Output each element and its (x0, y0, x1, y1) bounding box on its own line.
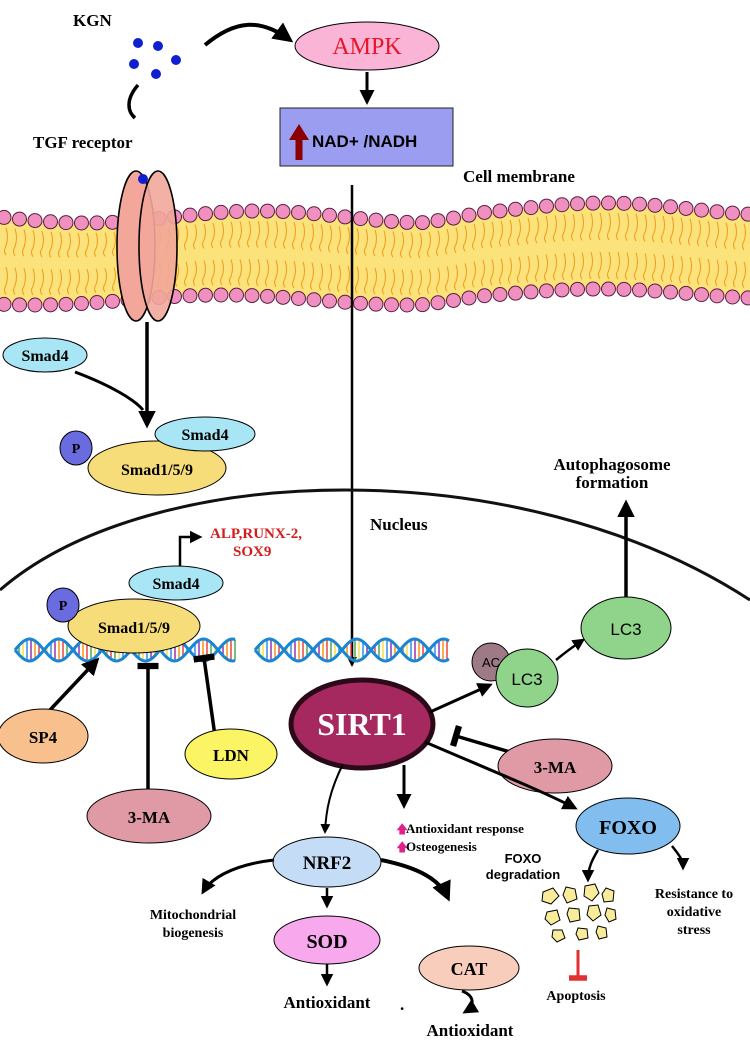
smad4-bound-cytoplasm (154, 416, 256, 452)
phospho-cytoplasm-label: P (72, 442, 81, 457)
smad4-free-label: Smad4 (21, 348, 68, 365)
ldn-node (184, 728, 278, 780)
target-genes-line2: SOX9 (233, 544, 271, 560)
sp4-activation-arrow (48, 657, 100, 712)
smad159-nucleus (67, 598, 201, 654)
antioxidant-up-arrow: 🡅 (396, 822, 408, 836)
sirt1-to-nrf2-arrow (320, 763, 344, 834)
cat-to-antioxidant-arrow (461, 989, 480, 1014)
cat-label: CAT (451, 959, 488, 979)
smad4-recruit-arrow (74, 370, 145, 411)
kgn-to-receptor-line (127, 83, 140, 120)
antioxidant-response-label: Antioxidant response (406, 821, 524, 836)
resistance-line1: Resistance to (655, 887, 733, 902)
phospho-cytoplasm (59, 430, 93, 466)
antioxidant-cat-label: Antioxidant (427, 1021, 514, 1040)
tgf-receptor (116, 170, 178, 322)
dna-helix-right (253, 637, 450, 663)
ldn-label: LDN (213, 746, 250, 765)
target-genes-line1: ALP,RUNX-2, (210, 526, 302, 542)
nuclear-envelope (0, 488, 750, 602)
sirt1-label: SIRT1 (317, 706, 407, 742)
mitochondrial-line1: Mitochondrial (150, 908, 236, 923)
resistance-line3: stress (677, 923, 711, 938)
nucleus-label: Nucleus (370, 515, 428, 534)
sod-label: SOD (306, 931, 347, 953)
osteogenesis-label: Osteogenesis (406, 839, 477, 854)
degraded-fragments (541, 883, 617, 943)
inhibitor-right-label: 3-MA (534, 758, 577, 777)
ampk-label: AMPK (332, 34, 402, 60)
tgf-receptor-label: TGF receptor (33, 133, 133, 152)
lc3-acetylated-label: LC3 (511, 670, 542, 689)
foxo-degradation-line2: degradation (486, 867, 560, 882)
smad4-free (2, 337, 88, 373)
smad159-cytoplasm-label: Smad1/5/9 (121, 462, 193, 479)
foxo-degradation-line1: FOXO (505, 851, 542, 866)
foxo-to-degradation-arrow (581, 849, 600, 883)
foxo-node (575, 797, 681, 855)
antioxidant-sod-label: Antioxidant (284, 993, 371, 1012)
inhibitor-right-node (497, 738, 613, 794)
nrf2-label: NRF2 (303, 853, 352, 874)
cat-node (418, 945, 520, 991)
nad-ratio-box (279, 107, 454, 167)
sirt1-node (288, 677, 436, 771)
lc3-acetylated-node (495, 648, 559, 708)
nad-ratio-label: NAD+ /NADH (312, 132, 417, 151)
kgn-to-ampk-arrow (203, 22, 294, 47)
nad-increase-arrowhead (289, 124, 309, 140)
gene-activation-arrow (178, 530, 203, 568)
sp4-label: SP4 (29, 728, 58, 747)
autophagosome-line1: Autophagosome (553, 455, 671, 474)
nrf2-to-cat-arrow (380, 858, 451, 902)
acetyl-label: AC (482, 655, 500, 670)
inhibitor-left-label: 3-MA (128, 808, 171, 827)
ldn-block (193, 653, 217, 737)
smad4-nucleus (128, 565, 224, 601)
autophagosome-line2: formation (576, 473, 649, 492)
cell-membrane (0, 195, 750, 313)
sp4-node (0, 708, 89, 764)
cell-membrane-label: Cell membrane (463, 167, 575, 186)
smad159-cytoplasm (87, 440, 227, 496)
foxo-label: FOXO (599, 817, 657, 839)
sirt1-to-foxo-arrow (424, 740, 578, 810)
inhibitor-left-node (86, 788, 212, 844)
lc3-deacetylation-arrow (555, 638, 586, 661)
apoptosis-label: Apoptosis (546, 989, 606, 1004)
smad159-nucleus-label: Smad1/5/9 (98, 620, 170, 637)
sirt1-to-lc3-arrow (429, 683, 493, 714)
smad4-nucleus-label: Smad4 (152, 576, 199, 593)
ampk-node (294, 21, 440, 71)
stray-dot: . (400, 995, 404, 1014)
mitochondrial-line2: biogenesis (163, 926, 224, 941)
phospho-nucleus (46, 587, 80, 623)
kgn-molecules (129, 38, 181, 79)
lc3-label: LC3 (610, 620, 641, 639)
kgn-label: KGN (73, 11, 112, 30)
nrf2-to-mito-arrow (201, 858, 275, 895)
resistance-line2: oxidative (667, 905, 721, 920)
phospho-nucleus-label: P (59, 599, 68, 614)
osteogenesis-up-arrow: 🡅 (396, 840, 408, 854)
smad4-bound-cytoplasm-label: Smad4 (181, 427, 228, 444)
foxo-to-resistance-arrow (671, 845, 690, 871)
